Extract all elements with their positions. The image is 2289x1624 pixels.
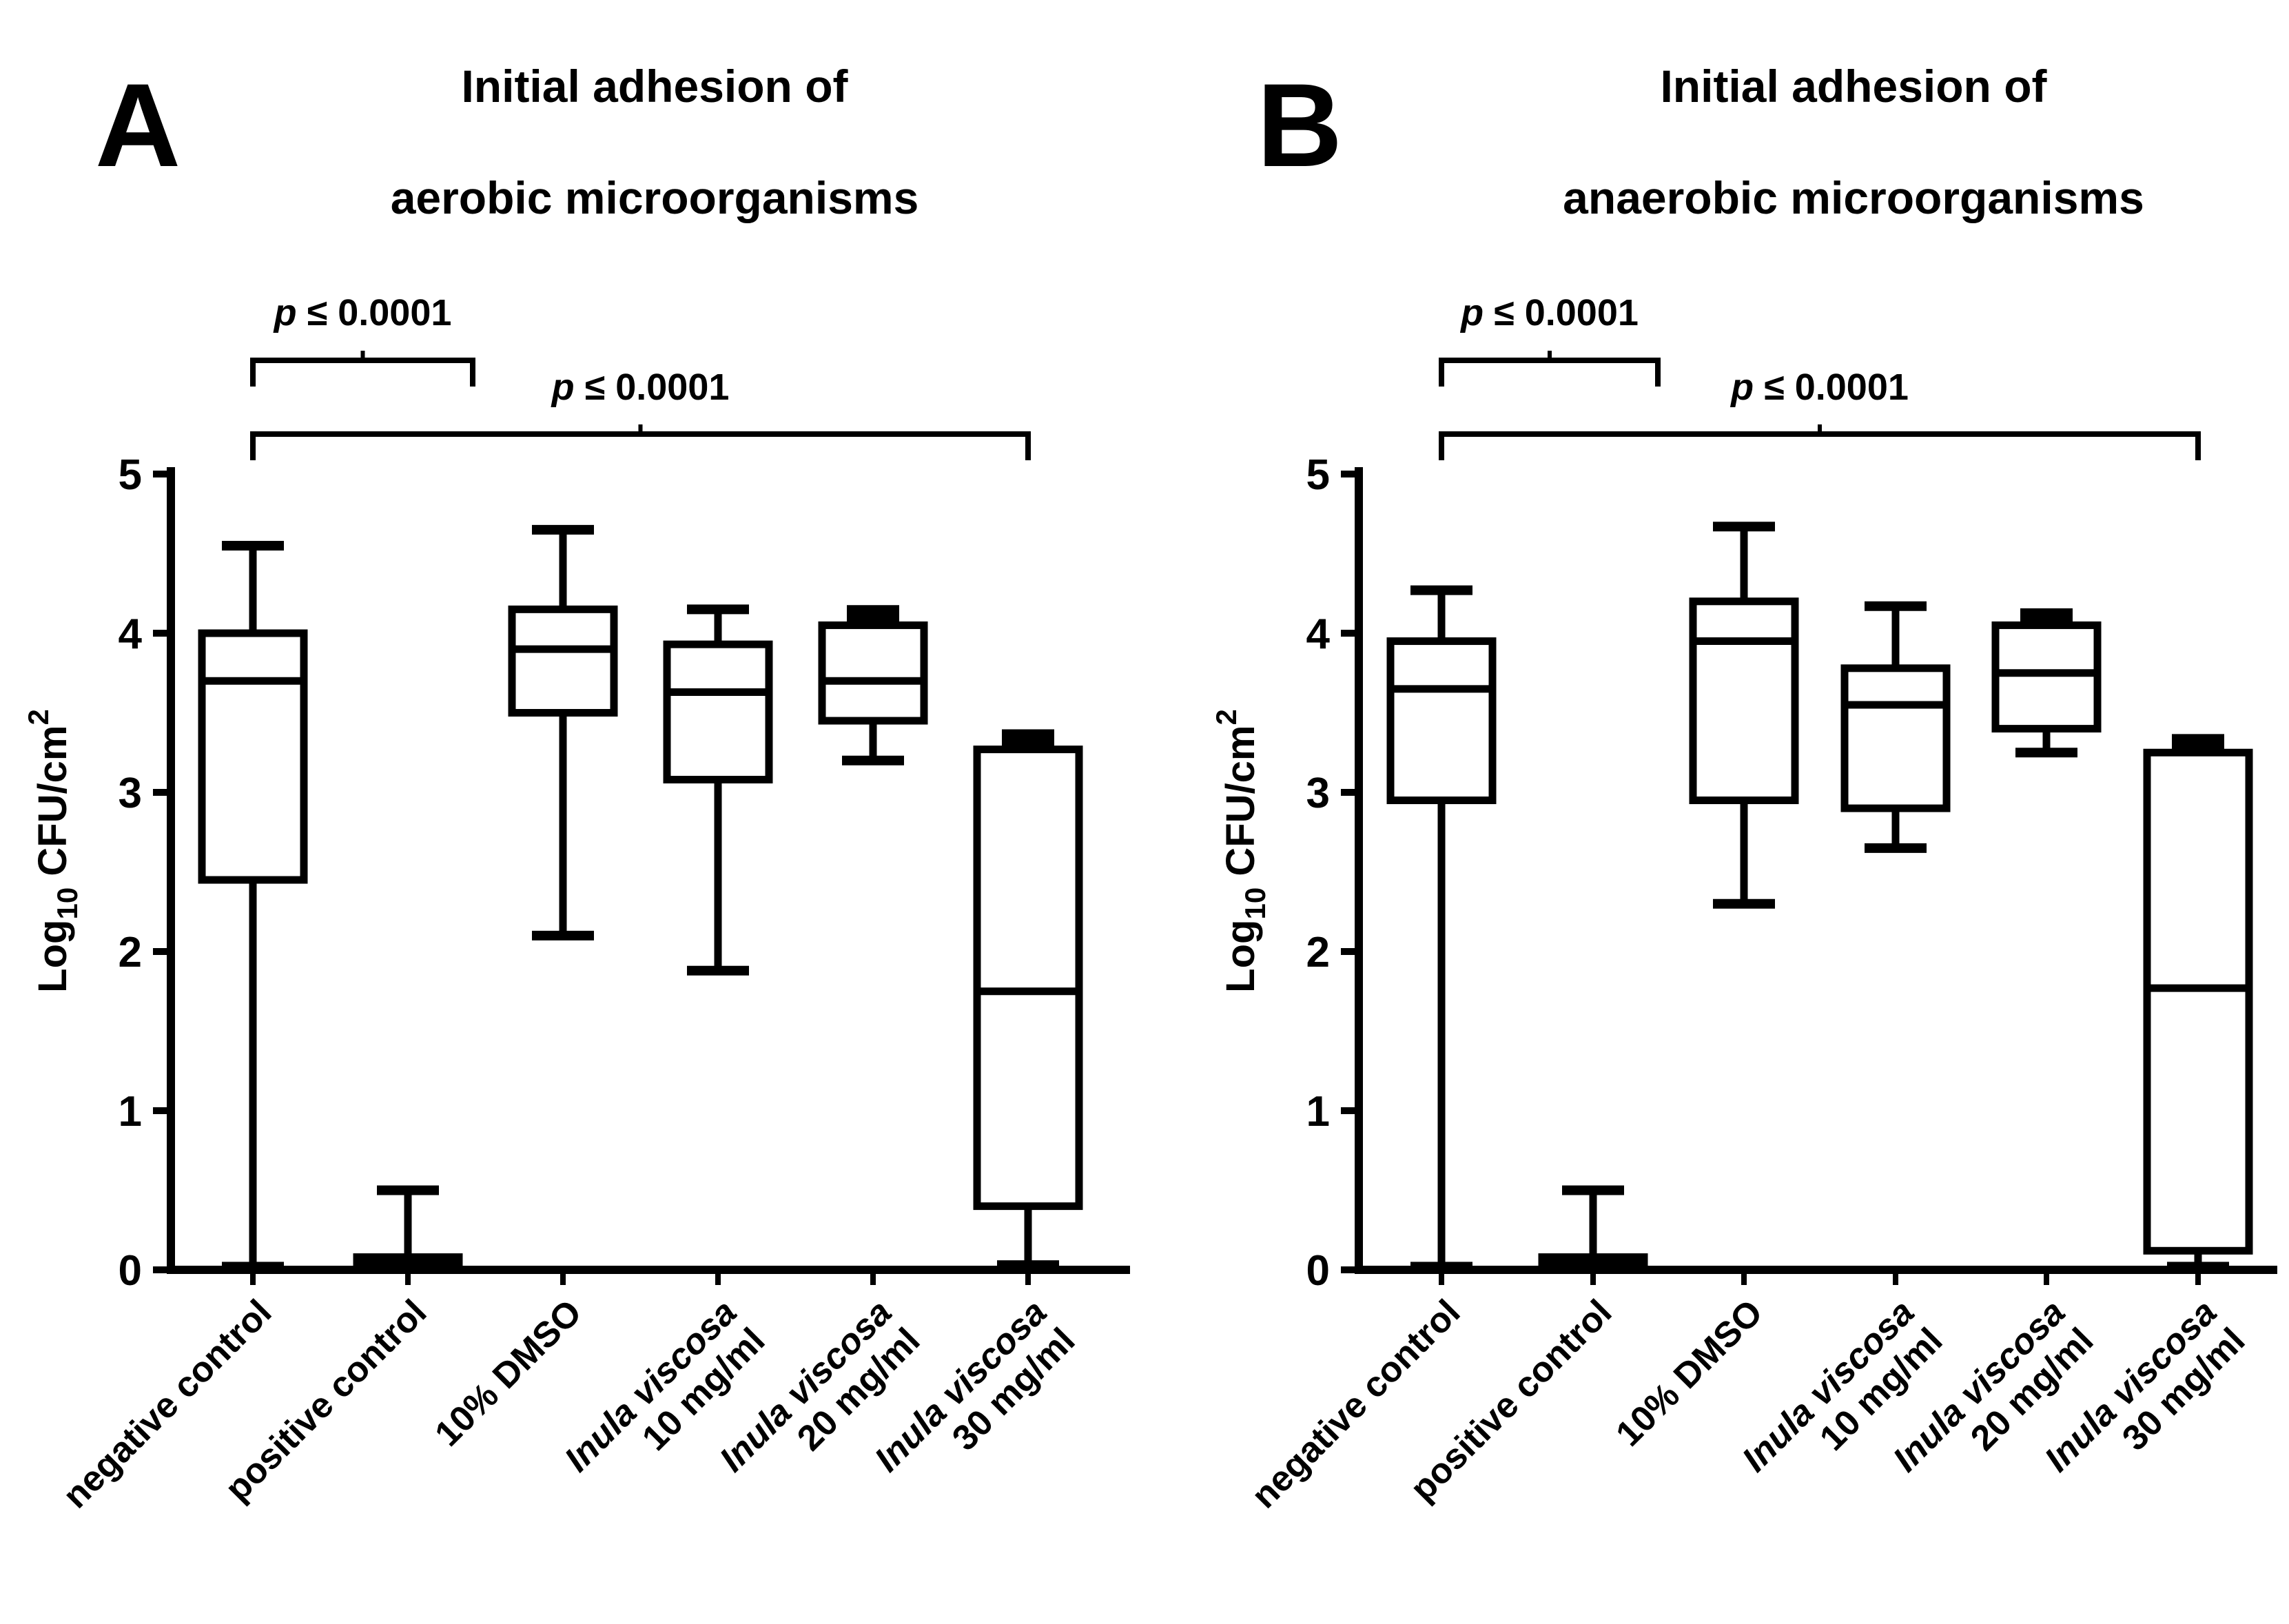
y-tick-label-4: 4 [1306, 610, 1331, 658]
y-tick-label-1: 1 [119, 1088, 142, 1135]
iqr-box [1386, 637, 1497, 805]
y-axis-label-middle: CFU/cm [30, 726, 75, 887]
y-tick-label-2: 2 [119, 929, 142, 976]
y-axis-label-superscript: 2 [22, 709, 54, 725]
y-tick-label-3: 3 [1306, 770, 1330, 817]
iqr-box [1840, 664, 1951, 812]
box-a-0 [198, 540, 308, 1272]
category-label: 10% DMSO [427, 1292, 589, 1454]
box-a-2 [508, 524, 618, 941]
category-label-line: 10% DMSO [1608, 1292, 1770, 1454]
iqr-box [198, 629, 308, 884]
y-tick-label-0: 0 [1306, 1247, 1330, 1295]
panel-b-letter: B [1257, 59, 1343, 192]
y-axis-label-prefix: Log [30, 920, 75, 993]
significance-bracket [1439, 431, 2201, 460]
box-a-3 [663, 604, 773, 976]
box-b-0 [1386, 585, 1497, 1272]
box-a-4 [818, 605, 928, 765]
box-b-2 [1689, 522, 1799, 909]
iqr-box [1991, 621, 2102, 733]
box-a-5 [973, 729, 1083, 1271]
y-axis-label-prefix: Log [1218, 920, 1263, 993]
y-tick-label-5: 5 [119, 451, 142, 499]
significance-0: p ≤ 0.0001 [250, 292, 475, 387]
box-b-3 [1840, 601, 1951, 853]
y-tick-label-2: 2 [1306, 929, 1330, 976]
significance-bracket [250, 431, 1031, 460]
p-value-text: ≤ 0.0001 [1754, 367, 1909, 408]
p-value-text: ≤ 0.0001 [297, 292, 452, 333]
iqr-box [973, 746, 1083, 1211]
y-tick-label-4: 4 [119, 610, 143, 658]
y-axis-label-subscript: 10 [51, 887, 83, 920]
y-tick-label-3: 3 [119, 770, 142, 817]
box-a-1 [353, 1185, 463, 1274]
significance-1: p ≤ 0.0001 [250, 367, 1031, 460]
p-value-label: p ≤ 0.0001 [273, 292, 452, 333]
panel-a-title-line1: Initial adhesion of [461, 61, 848, 112]
significance-bracket [250, 358, 475, 387]
p-value-text: ≤ 0.0001 [1484, 292, 1639, 333]
p-symbol: p [273, 292, 297, 333]
box-b-5 [2143, 734, 2253, 1272]
p-symbol: p [1729, 367, 1754, 408]
y-axis-label-subscript: 10 [1239, 887, 1271, 920]
box-b-4 [1991, 608, 2102, 758]
p-value-label: p ≤ 0.0001 [551, 367, 730, 408]
p-value-text: ≤ 0.0001 [575, 367, 730, 408]
p-value-label: p ≤ 0.0001 [1729, 367, 1909, 408]
category-label-line: 10% DMSO [427, 1292, 589, 1454]
iqr-box [818, 621, 928, 725]
p-value-label: p ≤ 0.0001 [1459, 292, 1639, 333]
y-tick-label-0: 0 [119, 1247, 142, 1295]
box-b-1 [1538, 1185, 1648, 1274]
panel-b-title-line2: anaerobic microorganisms [1563, 172, 2144, 223]
significance-1: p ≤ 0.0001 [1439, 367, 2201, 460]
iqr-box [663, 640, 773, 784]
category-label: 10% DMSO [1608, 1292, 1770, 1454]
iqr-box [2143, 748, 2253, 1255]
significance-0: p ≤ 0.0001 [1439, 292, 1661, 387]
iqr-box [508, 605, 618, 717]
panel-a-title-line2: aerobic microorganisms [390, 172, 919, 223]
p-symbol: p [551, 367, 575, 408]
panel-b-title-line1: Initial adhesion of [1660, 61, 2047, 112]
y-axis-label-middle: CFU/cm [1218, 726, 1263, 887]
significance-bracket [1439, 358, 1661, 387]
y-axis-label: Log10 CFU/cm2 [22, 709, 83, 993]
y-axis-label: Log10 CFU/cm2 [1210, 709, 1271, 993]
category-label: Inula viscosa10 mg/ml [1735, 1292, 1951, 1508]
y-tick-label-1: 1 [1306, 1088, 1330, 1135]
panel-a-letter: A [95, 59, 181, 192]
y-axis-label-superscript: 2 [1210, 709, 1242, 725]
y-tick-label-5: 5 [1306, 451, 1330, 499]
iqr-box [1689, 597, 1799, 805]
p-symbol: p [1459, 292, 1484, 333]
